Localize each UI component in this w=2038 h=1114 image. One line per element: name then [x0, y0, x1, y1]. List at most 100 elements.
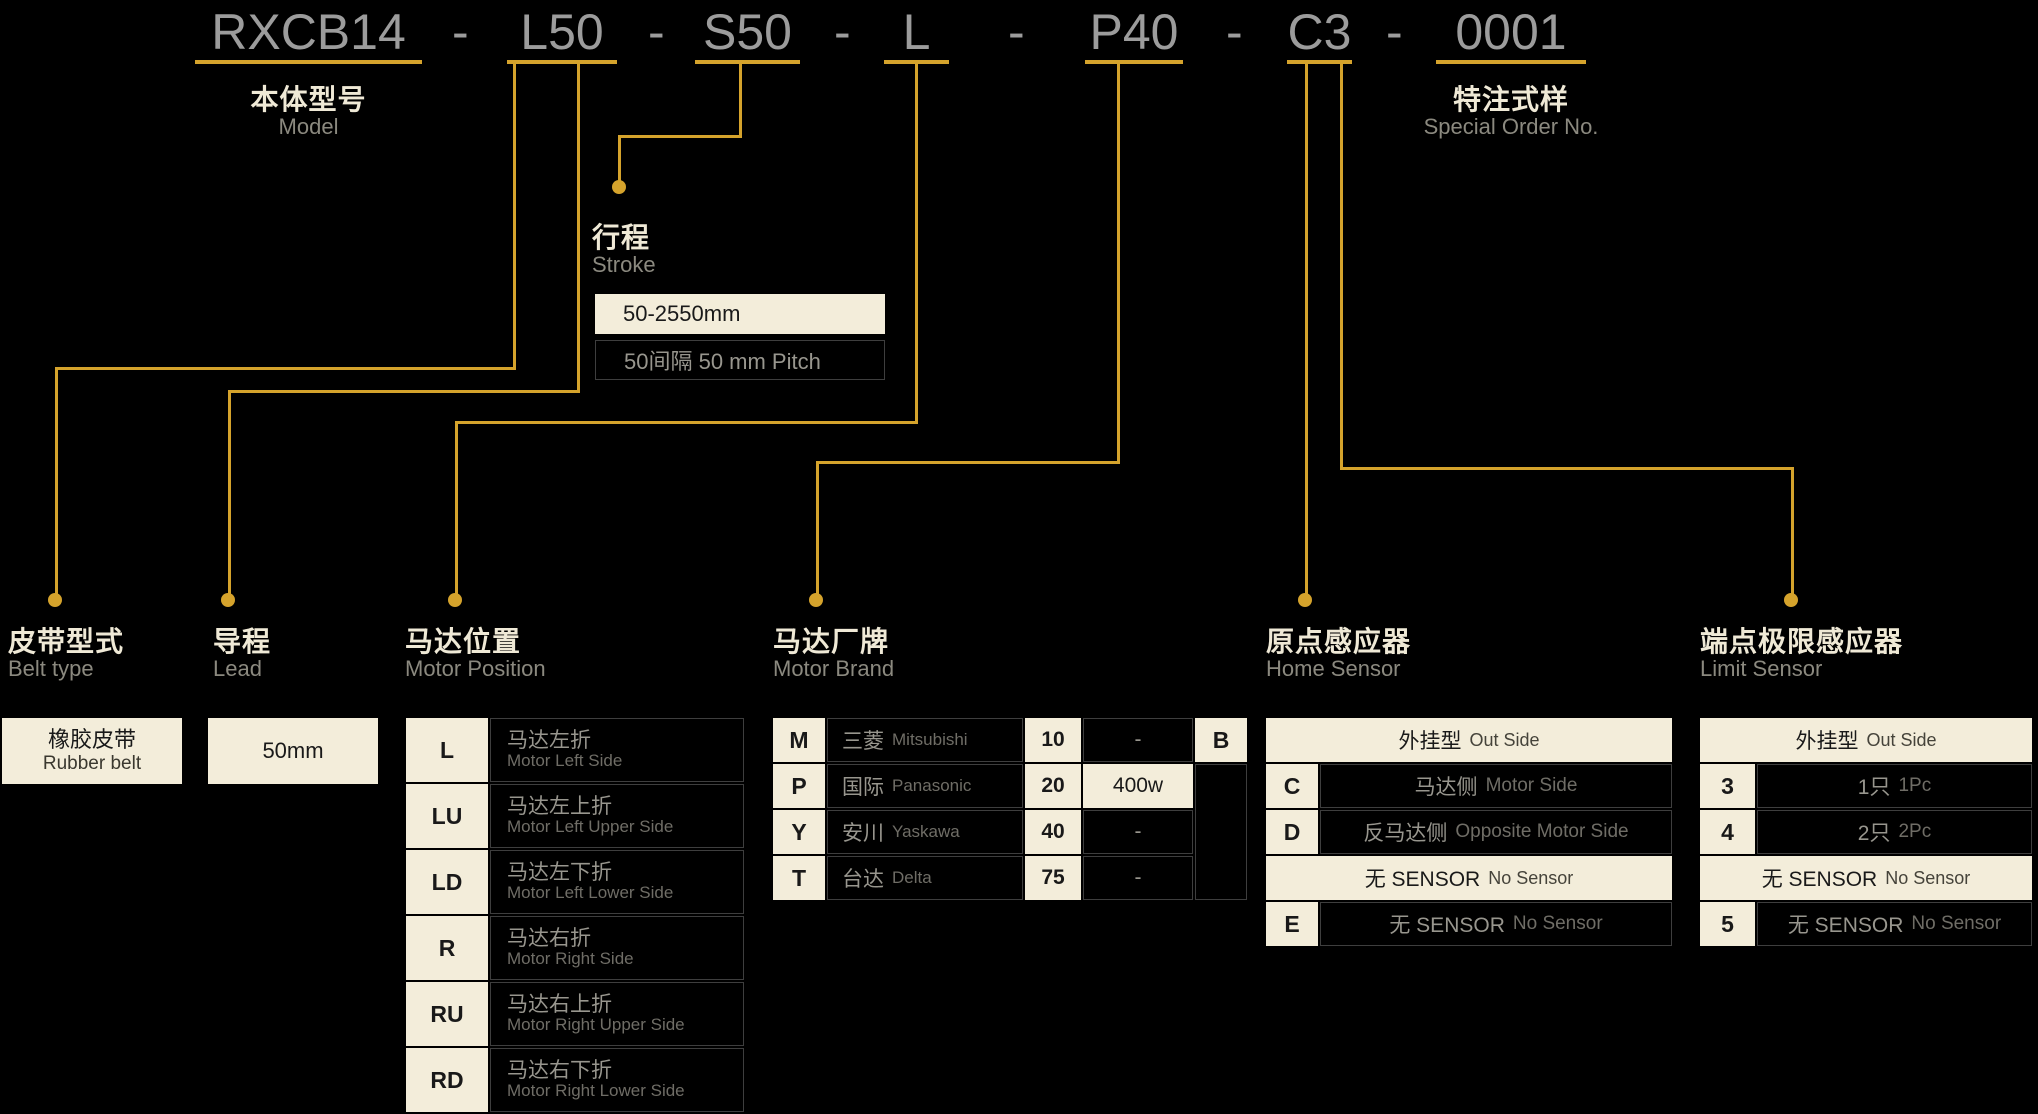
stroke-pitch-box: 50间隔 50 mm Pitch [595, 340, 885, 380]
limit-sensor-desc-en: No Sensor [1911, 913, 2002, 934]
limit-sensor-band-zh: 外挂型 [1795, 730, 1859, 753]
limit-sensor-connector-line [1791, 467, 1794, 598]
limit-sensor-code-cell: 4 [1700, 810, 1755, 854]
stroke-label-zh: 行程 [592, 222, 651, 253]
home-sensor-band: 无 SENSOR No Sensor [1266, 856, 1672, 900]
motor-brand-code-cell: M [773, 718, 825, 762]
stroke-label-en: Stroke [592, 252, 656, 277]
belt-type-connector-line [513, 64, 516, 370]
motor-position-desc-zh: 马达左上折 [507, 795, 612, 819]
limit-sensor-table: 外挂型 Out Side 3 1只 1Pc 4 2只 2Pc 无 SENSOR … [1700, 718, 2032, 946]
motor-position-desc-cell: 马达左上折 Motor Left Upper Side [490, 784, 744, 848]
home-sensor-band-zh: 无 SENSOR [1364, 868, 1481, 891]
home-sensor-desc-en: No Sensor [1512, 913, 1603, 934]
motor-power-value: - [1134, 728, 1142, 751]
motor-position-desc-en: Motor Right Upper Side [507, 1015, 685, 1035]
home-sensor-desc-en: Opposite Motor Side [1455, 821, 1629, 842]
home-sensor-connector-line [1305, 64, 1308, 598]
motor-position-desc-zh: 马达右上折 [507, 993, 612, 1017]
motor-position-desc-en: Motor Left Lower Side [507, 883, 674, 903]
limit-sensor-band-zh: 无 SENSOR [1761, 868, 1878, 891]
motor-power-code-cell: 20 [1025, 764, 1081, 808]
home-sensor-band: 外挂型 Out Side [1266, 718, 1672, 762]
motor-brand-name-zh: 国际 [842, 776, 884, 799]
belt-type-connector-dot [48, 593, 62, 607]
motor-brand-code-cell: T [773, 856, 825, 900]
lead-value-box: 50mm [208, 718, 378, 784]
home-sensor-desc-zh: 马达侧 [1414, 776, 1478, 799]
motor-power-value: - [1134, 866, 1142, 889]
motor-position-desc-zh: 马达左下折 [507, 861, 612, 885]
home-sensor-label-zh: 原点感应器 [1266, 626, 1412, 657]
home-sensor-desc-en: Motor Side [1485, 775, 1578, 796]
home-sensor-desc-cell: 无 SENSOR No Sensor [1320, 902, 1672, 946]
motor-position-desc-cell: 马达右折 Motor Right Side [490, 916, 744, 980]
motor-option-empty-cell [1195, 764, 1247, 900]
motor-brand-name-cell: 三菱 Mitsubishi [827, 718, 1023, 762]
motor-brand-name-en: Panasonic [892, 776, 972, 795]
motor-position-desc-en: Motor Right Lower Side [507, 1081, 685, 1101]
motor-position-label-zh: 马达位置 [405, 626, 522, 657]
motor-position-code-cell: RU [406, 982, 488, 1046]
limit-sensor-connector-line [1340, 467, 1794, 470]
motor-brand-name-en: Mitsubishi [892, 730, 968, 749]
code-separator: - [648, 4, 665, 60]
lead-value: 50mm [262, 738, 324, 764]
limit-sensor-code-cell: 5 [1700, 902, 1755, 946]
motor-position-desc-cell: 马达右上折 Motor Right Upper Side [490, 982, 744, 1046]
limit-sensor-band-en: No Sensor [1885, 867, 1971, 888]
home-sensor-band-zh: 外挂型 [1398, 730, 1462, 753]
home-sensor-desc-zh: 无 SENSOR [1389, 914, 1505, 937]
limit-sensor-connector-dot [1784, 593, 1798, 607]
limit-sensor-label-zh: 端点极限感应器 [1700, 626, 1904, 657]
lead-connector-dot [221, 593, 235, 607]
limit-sensor-desc-zh: 无 SENSOR [1787, 914, 1904, 937]
motor-position-desc-en: Motor Left Side [507, 751, 623, 771]
home-sensor-code-cell: D [1266, 810, 1318, 854]
code-segment-motor-position: L [884, 6, 949, 64]
motor-position-desc-zh: 马达右折 [507, 927, 591, 951]
code-segment-sensors: C3 [1287, 6, 1352, 64]
motor-brand-name-en: Yaskawa [892, 822, 960, 841]
stroke-connector-line [618, 135, 621, 184]
motor-position-connector-dot [448, 593, 462, 607]
home-sensor-label-en: Home Sensor [1266, 656, 1401, 681]
motor-position-desc-cell: 马达左下折 Motor Left Lower Side [490, 850, 744, 914]
motor-power-code-cell: 10 [1025, 718, 1081, 762]
motor-power-cell: - [1083, 856, 1193, 900]
belt-type-connector-line [55, 367, 516, 370]
limit-sensor-label-en: Limit Sensor [1700, 656, 1823, 681]
motor-brand-name-cell: 安川 Yaskawa [827, 810, 1023, 854]
code-segment-model: RXCB14 [195, 6, 422, 64]
motor-power-code-cell: 75 [1025, 856, 1081, 900]
limit-sensor-desc-cell: 1只 1Pc [1757, 764, 2032, 808]
motor-position-connector-line [915, 64, 918, 424]
belt-type-connector-line [55, 367, 58, 598]
code-segment-motor-brand: P40 [1085, 6, 1183, 64]
belt-type-value-en: Rubber belt [42, 752, 142, 774]
motor-brand-connector-line [816, 461, 1120, 464]
motor-position-desc-en: Motor Right Side [507, 949, 634, 969]
home-sensor-code-cell: E [1266, 902, 1318, 946]
belt-type-value-zh: 橡胶皮带 [47, 727, 136, 753]
limit-sensor-desc-cell: 无 SENSOR No Sensor [1757, 902, 2032, 946]
belt-type-value-box: 橡胶皮带 Rubber belt [2, 718, 182, 784]
motor-position-label-en: Motor Position [405, 656, 546, 681]
code-segment-special-order: 0001 [1436, 6, 1586, 64]
limit-sensor-desc-cell: 2只 2Pc [1757, 810, 2032, 854]
motor-position-connector-line [455, 421, 918, 424]
home-sensor-band-en: No Sensor [1488, 867, 1574, 888]
motor-power-cell: - [1083, 718, 1193, 762]
home-sensor-desc-zh: 反马达侧 [1363, 822, 1448, 845]
motor-brand-name-zh: 三菱 [842, 730, 884, 753]
motor-position-code-cell: LU [406, 784, 488, 848]
limit-sensor-desc-en: 2Pc [1898, 821, 1932, 842]
code-segment-stroke: S50 [695, 6, 800, 64]
motor-power-cell: - [1083, 810, 1193, 854]
motor-power-value: - [1134, 820, 1142, 843]
motor-position-code-cell: LD [406, 850, 488, 914]
motor-power-cell: 400w [1083, 764, 1193, 808]
stroke-connector-dot [612, 180, 626, 194]
belt-type-label-en: Belt type [8, 656, 94, 681]
